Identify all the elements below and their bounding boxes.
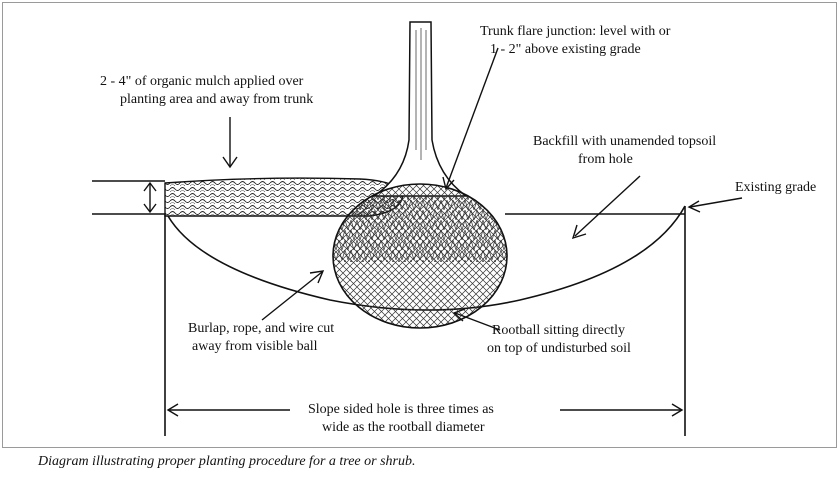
trunk-flare-label-line-2: 1 - 2" above existing grade (490, 41, 641, 58)
backfill-pointer-arrow (575, 176, 640, 236)
trunk-flare-label-line-1: Trunk flare junction: level with or (480, 23, 670, 40)
burlap-label-line-1: Burlap, rope, and wire cut (188, 320, 334, 337)
figure-caption: Diagram illustrating proper planting pro… (38, 454, 415, 470)
backfill-label-line-1: Backfill with unamended topsoil (533, 133, 716, 150)
backfill-label-line-2: from hole (578, 151, 633, 168)
rootball-label-line-2: on top of undisturbed soil (487, 340, 631, 357)
hole-width-label-line-1: Slope sided hole is three times as (308, 401, 494, 418)
mulch-label-line-1: 2 - 4" of organic mulch applied over (100, 73, 303, 90)
rootball-upper-roots (333, 196, 507, 262)
rootball-label-line-1: Rootball sitting directly (492, 322, 625, 339)
existing-grade-label: Existing grade (735, 179, 816, 196)
burlap-label-line-2: away from visible ball (192, 338, 318, 355)
trunk-flare-pointer-arrow (446, 48, 498, 188)
hole-width-label-line-2: wide as the rootball diameter (322, 419, 485, 436)
mulch-label-line-2: planting area and away from trunk (120, 91, 313, 108)
